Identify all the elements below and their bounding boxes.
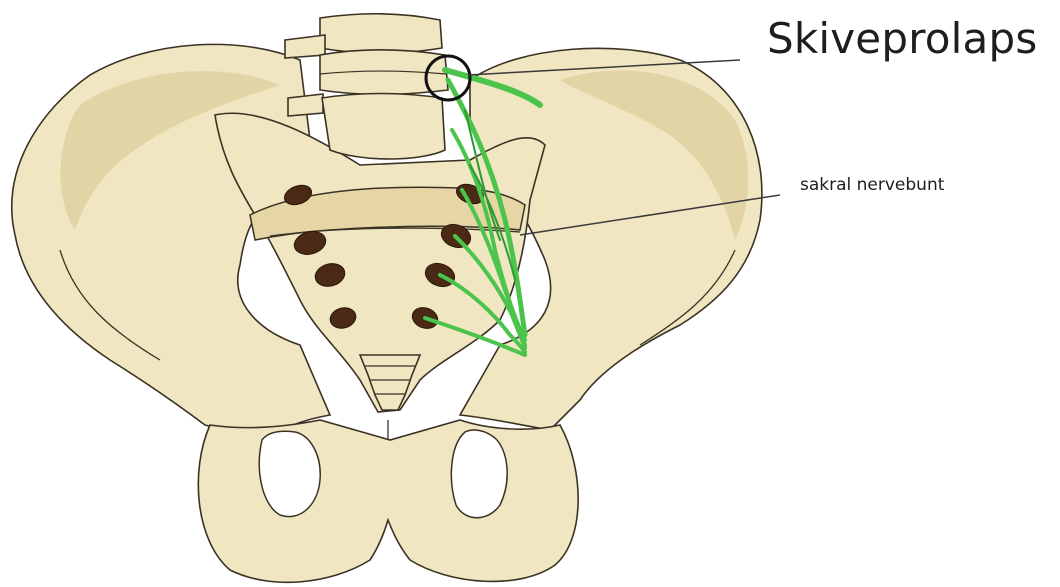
label-sacral-nerve-bundle: sakral nervebunt bbox=[800, 175, 944, 195]
right-obturator-foramen bbox=[451, 430, 507, 518]
vertebra-mid-transverse bbox=[288, 94, 323, 116]
label-disc-prolapse: Skiveprolaps bbox=[767, 14, 1037, 63]
vertebra-top-transverse bbox=[285, 35, 325, 58]
left-obturator-foramen bbox=[259, 431, 320, 516]
pubic-ring bbox=[198, 420, 578, 582]
vertebra-top bbox=[320, 14, 442, 54]
vertebra-bottom bbox=[322, 94, 445, 160]
